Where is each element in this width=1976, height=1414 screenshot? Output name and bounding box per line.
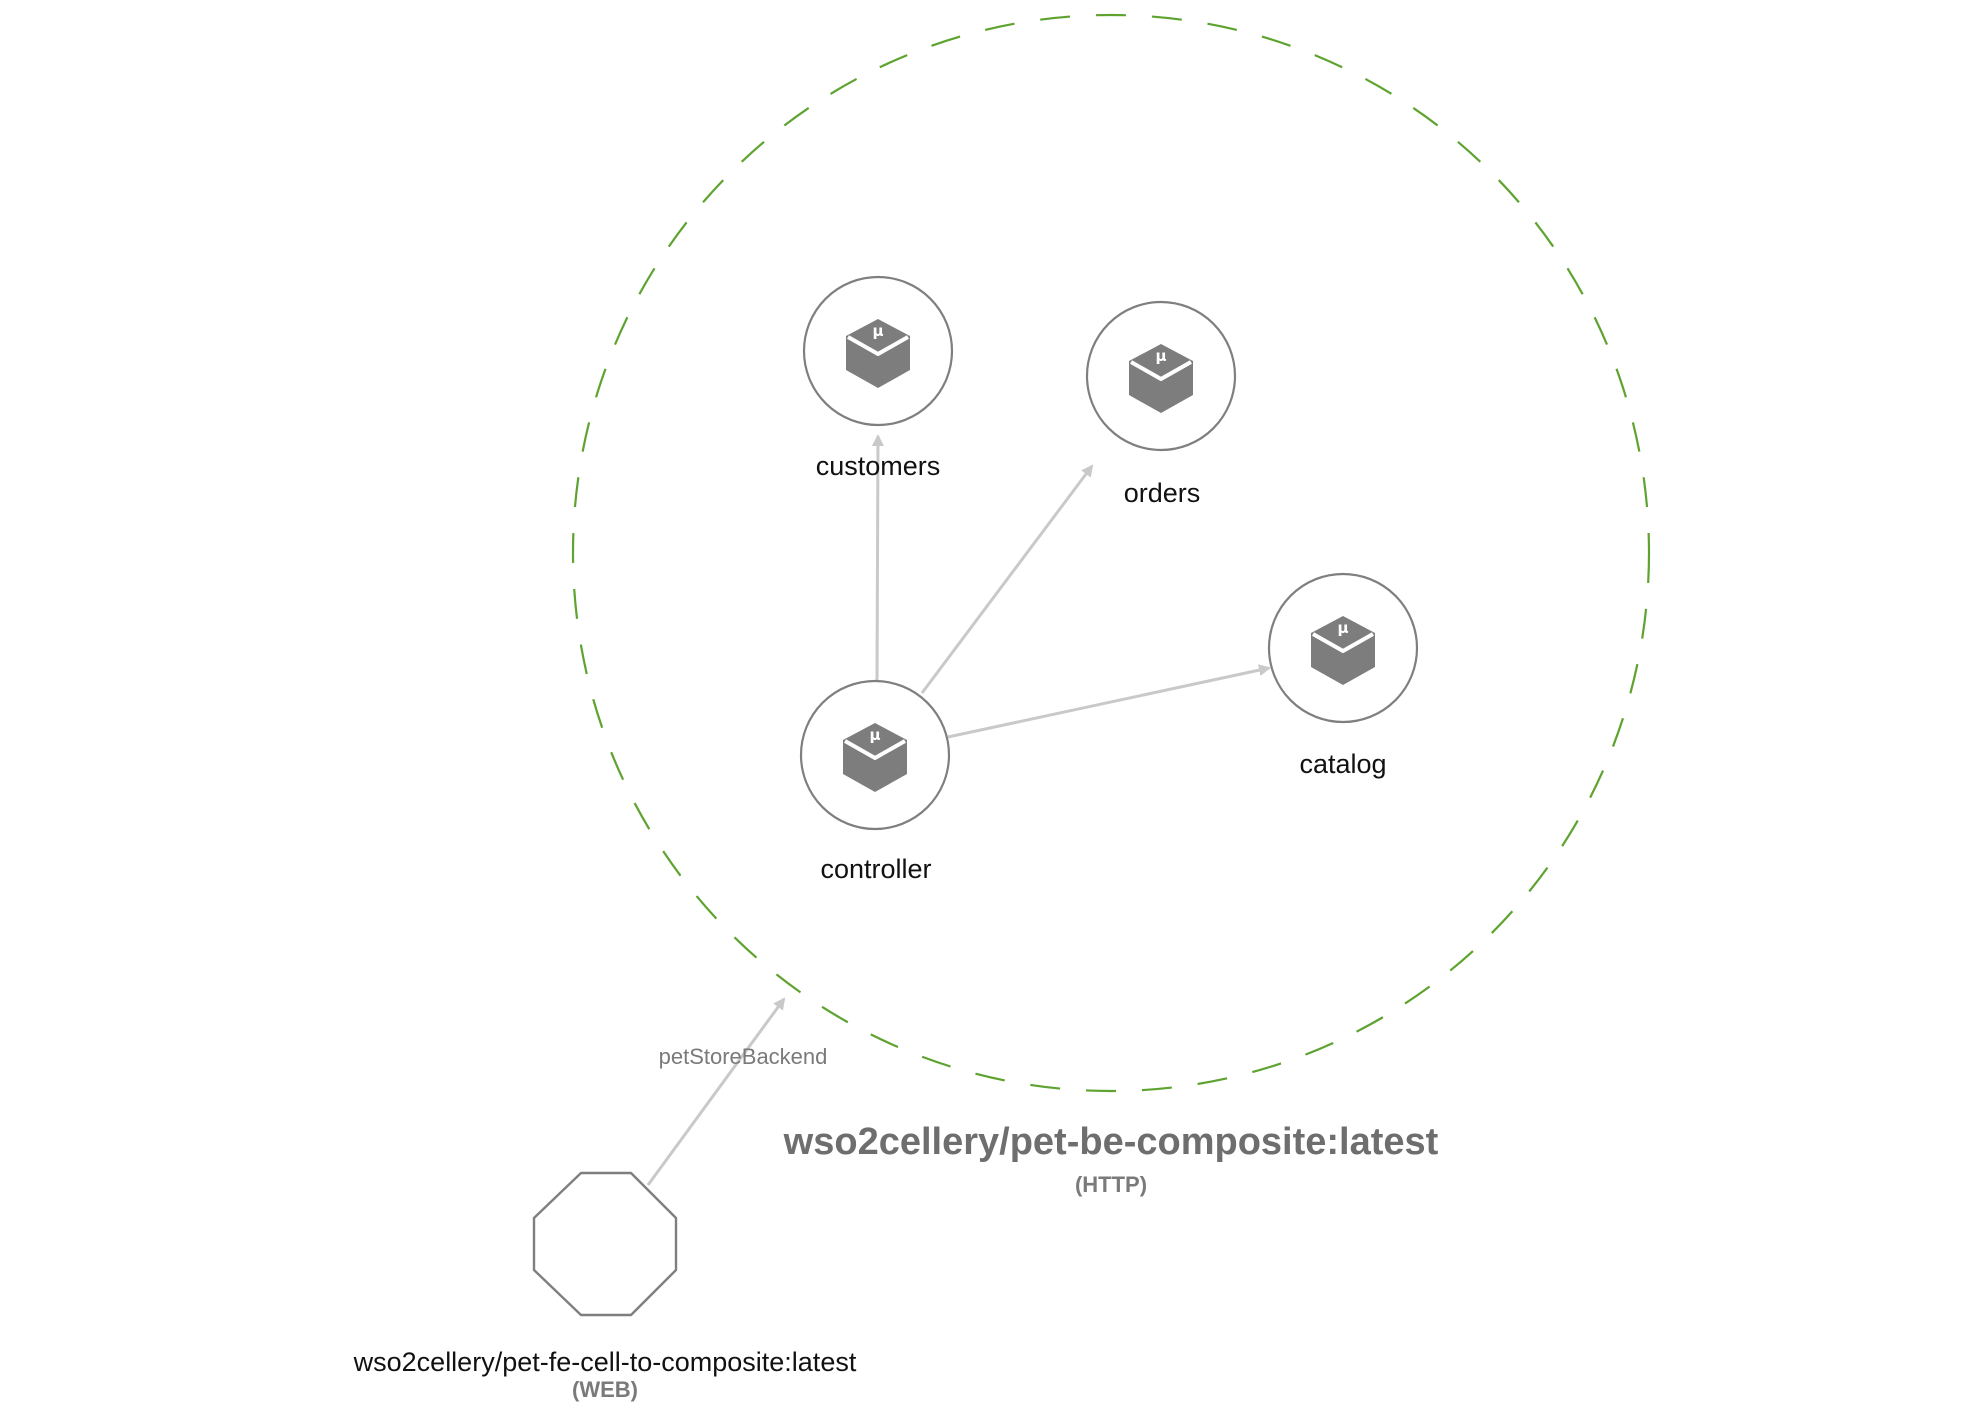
composite-boundary: [571, 13, 1651, 1093]
microservice-mu-glyph: μ: [869, 726, 880, 744]
microservice-mu-glyph: μ: [1155, 347, 1166, 365]
component-label-customers: customers: [816, 451, 941, 481]
microservice-mu-glyph: μ: [872, 322, 883, 340]
external-cell-name: wso2cellery/pet-fe-cell-to-composite:lat…: [353, 1347, 857, 1377]
component-label-catalog: catalog: [1299, 749, 1386, 779]
octagon-gateway-icon: [532, 1171, 678, 1317]
component-label-controller: controller: [820, 854, 931, 884]
edge-controller-orders[interactable]: [920, 464, 1094, 694]
composite-protocol: (HTTP): [1075, 1172, 1147, 1197]
component-node-orders[interactable]: μ orders: [1085, 300, 1237, 508]
microservice-cube-icon: μ: [844, 317, 912, 390]
component-label-orders: orders: [1124, 478, 1201, 508]
external-cell-node[interactable]: wso2cellery/pet-fe-cell-to-composite:lat…: [353, 1171, 857, 1402]
microservice-cube-icon: μ: [1127, 342, 1195, 415]
component-node-customers[interactable]: μ customers: [802, 275, 954, 481]
edge-label-petstorebackend: petStoreBackend: [659, 1044, 828, 1069]
component-node-controller[interactable]: μ controller: [799, 679, 951, 884]
edge-controller-customers[interactable]: [871, 434, 884, 682]
microservice-cube-icon: μ: [1309, 614, 1377, 687]
composite-title: wso2cellery/pet-be-composite:latest: [783, 1121, 1439, 1163]
external-cell-protocol: (WEB): [572, 1377, 638, 1402]
microservice-mu-glyph: μ: [1337, 619, 1348, 637]
component-node-catalog[interactable]: μ catalog: [1267, 572, 1419, 779]
edge-external-composite[interactable]: [646, 997, 786, 1186]
microservice-cube-icon: μ: [841, 721, 909, 794]
edge-controller-catalog[interactable]: [947, 664, 1271, 739]
